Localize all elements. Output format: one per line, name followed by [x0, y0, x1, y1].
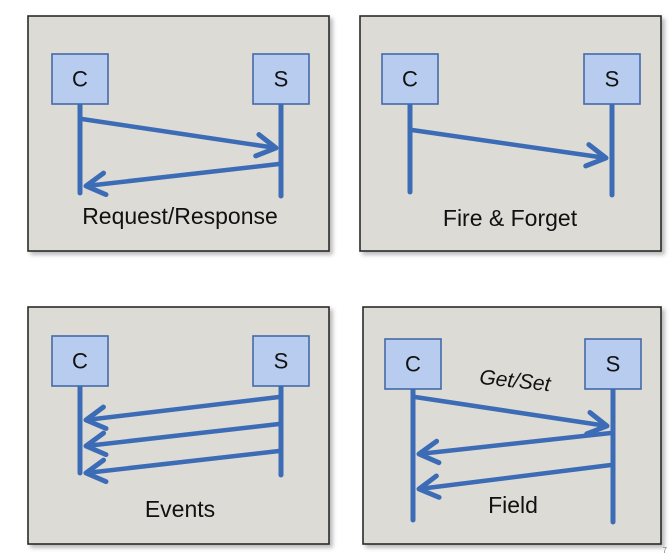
client-node-label: C [72, 67, 88, 92]
server-node [252, 53, 310, 105]
panel-fire-and-forget: C S Fire & Forget [359, 15, 662, 252]
corner-mark: 7 [662, 546, 667, 555]
panel-caption: Fire & Forget [443, 205, 578, 231]
server-node [252, 335, 310, 387]
get-set-arrow [412, 394, 610, 437]
event-arrow [83, 421, 282, 458]
client-node [51, 53, 109, 105]
client-node [384, 338, 442, 390]
client-node-label: C [72, 349, 88, 374]
client-node-label: C [402, 67, 418, 92]
event-arrow [83, 448, 282, 485]
server-node [584, 338, 642, 390]
panel-caption: Field [488, 492, 538, 518]
panel-field: C S Get/Set Field [362, 306, 662, 545]
server-node-label: S [605, 67, 620, 92]
client-node [51, 335, 109, 387]
panel-request-response: C S Request/Response [27, 15, 330, 252]
get-set-reply-arrow [416, 430, 614, 466]
server-node [583, 53, 641, 105]
panel-events: C S Events [27, 306, 330, 545]
response-arrow [83, 161, 282, 198]
server-node-label: S [274, 67, 289, 92]
event-arrow [83, 394, 282, 431]
server-node-label: S [606, 352, 621, 377]
server-node-label: S [274, 349, 289, 374]
panel-caption: Request/Response [82, 203, 278, 229]
panel-caption: Events [145, 496, 215, 522]
fire-arrow [409, 127, 609, 169]
request-arrow [79, 116, 279, 159]
client-node [381, 53, 439, 105]
field-notify-arrow [416, 462, 614, 500]
client-node-label: C [405, 352, 421, 377]
